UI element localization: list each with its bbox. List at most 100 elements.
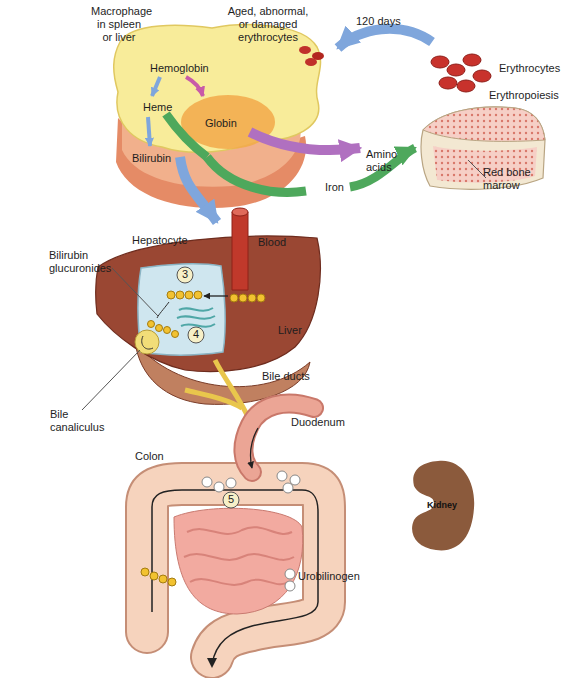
molecule-label: Heme	[143, 101, 172, 114]
macrophage-cell: Macrophage in spleen or liverHemoglobinH…	[112, 22, 324, 157]
colon-organ-shape	[285, 569, 295, 579]
product-label: Amino acids	[366, 148, 406, 174]
hepatocyte-cell: Hepatocyte	[135, 262, 227, 357]
callout-circle	[177, 267, 239, 508]
hepatocyte-cell-shape	[194, 291, 202, 299]
organ-label: Colon	[135, 450, 164, 463]
callout-circle	[223, 492, 239, 508]
blood-vessel	[239, 294, 247, 302]
hepatocyte-cell-shape	[176, 291, 184, 299]
leader-line	[112, 268, 158, 316]
callout-circle	[177, 267, 193, 283]
colon-organ-shape	[112, 462, 362, 640]
leader-line	[468, 160, 486, 178]
liver-organ: Liver Hepatocyte	[95, 222, 320, 407]
hepatocyte-cell-shape	[156, 325, 163, 332]
colon-organ-shape	[159, 575, 167, 583]
erythrocyte-cluster	[431, 56, 449, 68]
colon-organ-shape	[184, 527, 294, 585]
blood-vessel	[204, 295, 228, 296]
colon-organ-shape	[141, 568, 149, 576]
molecule-label: Bilirubin	[132, 152, 171, 165]
bile-duct	[185, 390, 242, 408]
hepatocyte-cell-shape	[167, 291, 175, 299]
colon-organ: Colon	[112, 462, 362, 640]
hepatocyte-cell-shape	[142, 336, 153, 349]
hepatocyte-cell-shape	[177, 308, 215, 327]
organ-label: Kidney	[408, 500, 476, 511]
part-label: Red bone marrow	[483, 166, 538, 192]
colon-organ-shape	[226, 478, 236, 488]
cell-label: Erythrocytes	[499, 62, 560, 75]
blood-vessel	[204, 208, 265, 302]
liver-organ-shape	[96, 236, 321, 371]
colon-organ-shape	[147, 484, 324, 657]
colon-organ-shape	[207, 658, 217, 668]
iron-arrow	[207, 148, 415, 192]
macrophage-arrows	[148, 77, 360, 157]
part-label: Bile canaliculus	[50, 408, 108, 434]
aged-erythrocytes	[299, 46, 311, 54]
node-heading: Hepatocyte	[132, 234, 188, 247]
bilirubin-arrow	[148, 117, 150, 146]
colon-organ-shape	[290, 475, 300, 485]
lifespan-arrow	[338, 29, 432, 48]
blood-vessel	[230, 294, 238, 302]
colon-organ-shape	[168, 578, 176, 586]
aged-erythrocytes	[299, 46, 324, 66]
iron-arrow-stub	[166, 114, 207, 157]
colon-organ-shape	[150, 572, 158, 580]
duodenum-tube	[243, 403, 314, 472]
duodenum-tube	[250, 428, 258, 468]
hepatocyte-cell-shape	[135, 330, 159, 354]
bilirubin-arrow	[180, 157, 217, 222]
erythrocyte-cluster	[447, 64, 465, 76]
callout-circle	[188, 327, 204, 343]
process-label: Erythropoiesis	[489, 89, 559, 102]
colon-organ-shape	[283, 483, 293, 493]
hepatocyte-cell-shape	[164, 327, 171, 334]
node-heading: Macrophage in spleen or liver	[91, 5, 147, 45]
hepatocyte-cell-shape	[148, 321, 155, 328]
hepatocyte-cell-shape	[157, 302, 169, 318]
colon-organ-shape	[147, 484, 324, 657]
leader-line	[82, 268, 158, 410]
hepatocyte-cell-shape	[185, 291, 193, 299]
erythrocyte-cluster	[431, 54, 491, 92]
hepatocyte-cell-shape	[172, 331, 179, 338]
colon-organ-shape	[174, 508, 303, 614]
colon-organ-shape	[214, 482, 224, 492]
molecule-label: Hemoglobin	[150, 62, 209, 75]
erythrocyte-cluster	[473, 70, 491, 82]
globin-arrow	[186, 77, 203, 96]
part-label: Duodenum	[291, 416, 345, 429]
macrophage-cell-shape	[114, 25, 321, 153]
erythrocyte-cluster	[439, 77, 457, 89]
bile-duct	[215, 360, 252, 425]
leader-line	[82, 350, 140, 410]
aged-erythrocytes	[312, 52, 324, 60]
edge-label: Iron	[325, 181, 344, 194]
erythrocyte-cluster	[463, 54, 481, 66]
blood-vessel	[248, 294, 256, 302]
globin-nucleus: Globin	[180, 94, 276, 150]
duodenum-tube	[243, 403, 314, 472]
erythrocyte-cluster	[457, 80, 475, 92]
organ-label: Liver	[278, 324, 302, 337]
heme-arrow	[152, 77, 160, 96]
colon-organ-shape	[285, 581, 295, 591]
kidney-organ: Kidney	[408, 458, 476, 553]
globin-nucleus-shape	[181, 95, 275, 149]
amino-acid-arrow	[250, 132, 360, 150]
bile-duct	[185, 360, 252, 425]
colon-organ-shape	[277, 471, 287, 481]
colon-organ-shape	[152, 490, 318, 664]
hepatocyte-cell-shape	[135, 262, 227, 357]
aged-erythrocytes	[305, 58, 317, 66]
time-label: 120 days	[356, 15, 401, 28]
bone-marrow-shape	[415, 100, 547, 192]
bone-marrow-shape	[423, 107, 545, 141]
colon-organ-shape	[202, 477, 212, 487]
